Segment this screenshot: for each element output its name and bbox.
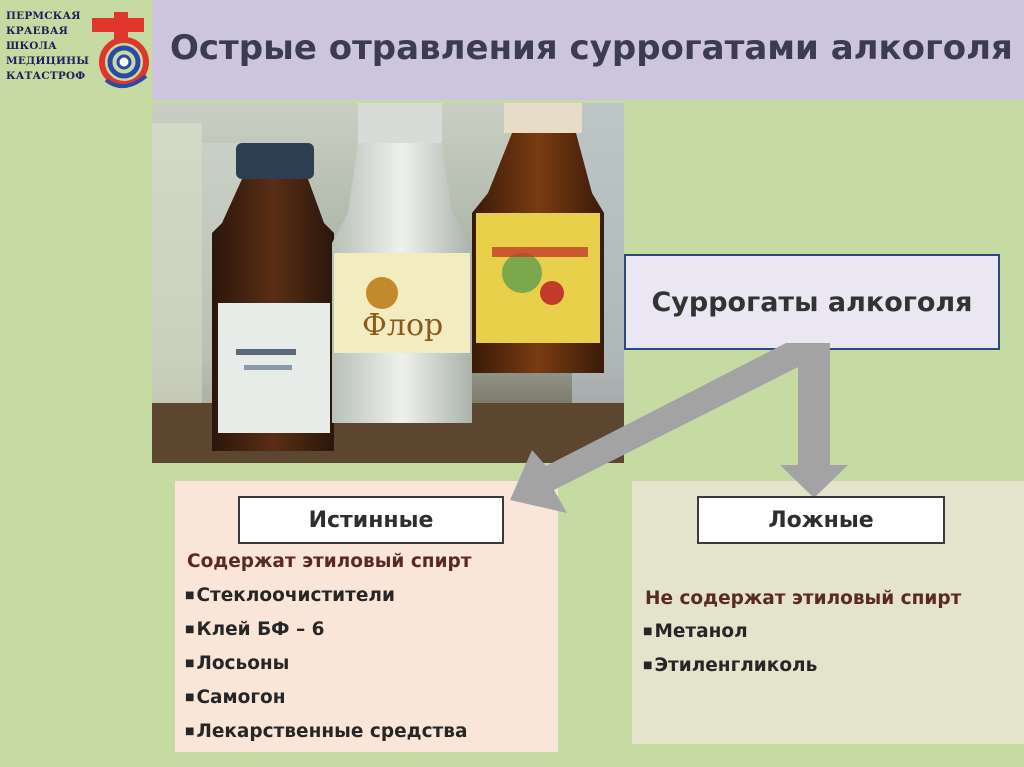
- bullet-icon: ■: [643, 626, 653, 637]
- logo-text: ПЕРМСКАЯ КРАЕВАЯ ШКОЛА МЕДИЦИНЫ КАТАСТРО…: [6, 9, 89, 84]
- list-item: ■Лекарственные средства: [185, 721, 468, 742]
- false-surrogates-label: Ложные: [697, 496, 945, 544]
- bullet-icon: ■: [185, 658, 195, 669]
- logo-line: ПЕРМСКАЯ: [6, 10, 81, 22]
- list-item: ■Метанол: [643, 621, 748, 642]
- page-title: Острые отравления суррогатами алкоголя: [170, 28, 1013, 68]
- bottles-photo: Флор: [152, 103, 624, 463]
- bullet-icon: ■: [185, 590, 195, 601]
- true-surrogates-label: Истинные: [238, 496, 504, 544]
- list-item: ■Этиленгликоль: [643, 655, 818, 676]
- bullet-icon: ■: [185, 624, 195, 635]
- logo-line: МЕДИЦИНЫ: [6, 55, 90, 67]
- logo-line: КРАЕВАЯ: [6, 25, 69, 37]
- school-logo: ПЕРМСКАЯ КРАЕВАЯ ШКОЛА МЕДИЦИНЫ КАТАСТРО…: [0, 0, 152, 100]
- false-description: Не содержат этиловый спирт: [645, 588, 962, 609]
- logo-emblem-icon: [92, 12, 149, 88]
- list-item: ■Клей БФ – 6: [185, 619, 325, 640]
- logo-line: КАТАСТРОФ: [6, 70, 86, 82]
- down-arrow: [780, 343, 848, 498]
- bullet-icon: ■: [643, 660, 653, 671]
- svg-text:Флор: Флор: [362, 308, 443, 343]
- bullet-icon: ■: [185, 726, 195, 737]
- list-item: ■Самогон: [185, 687, 286, 708]
- bullet-icon: ■: [185, 692, 195, 703]
- list-item: ■Лосьоны: [185, 653, 290, 674]
- surrogates-label: Суррогаты алкоголя: [624, 254, 1000, 350]
- logo-line: ШКОЛА: [6, 40, 57, 52]
- true-description: Содержат этиловый спирт: [187, 551, 472, 572]
- title-bar: Острые отравления суррогатами алкоголя: [152, 0, 1024, 100]
- list-item: ■Стеклоочистители: [185, 585, 395, 606]
